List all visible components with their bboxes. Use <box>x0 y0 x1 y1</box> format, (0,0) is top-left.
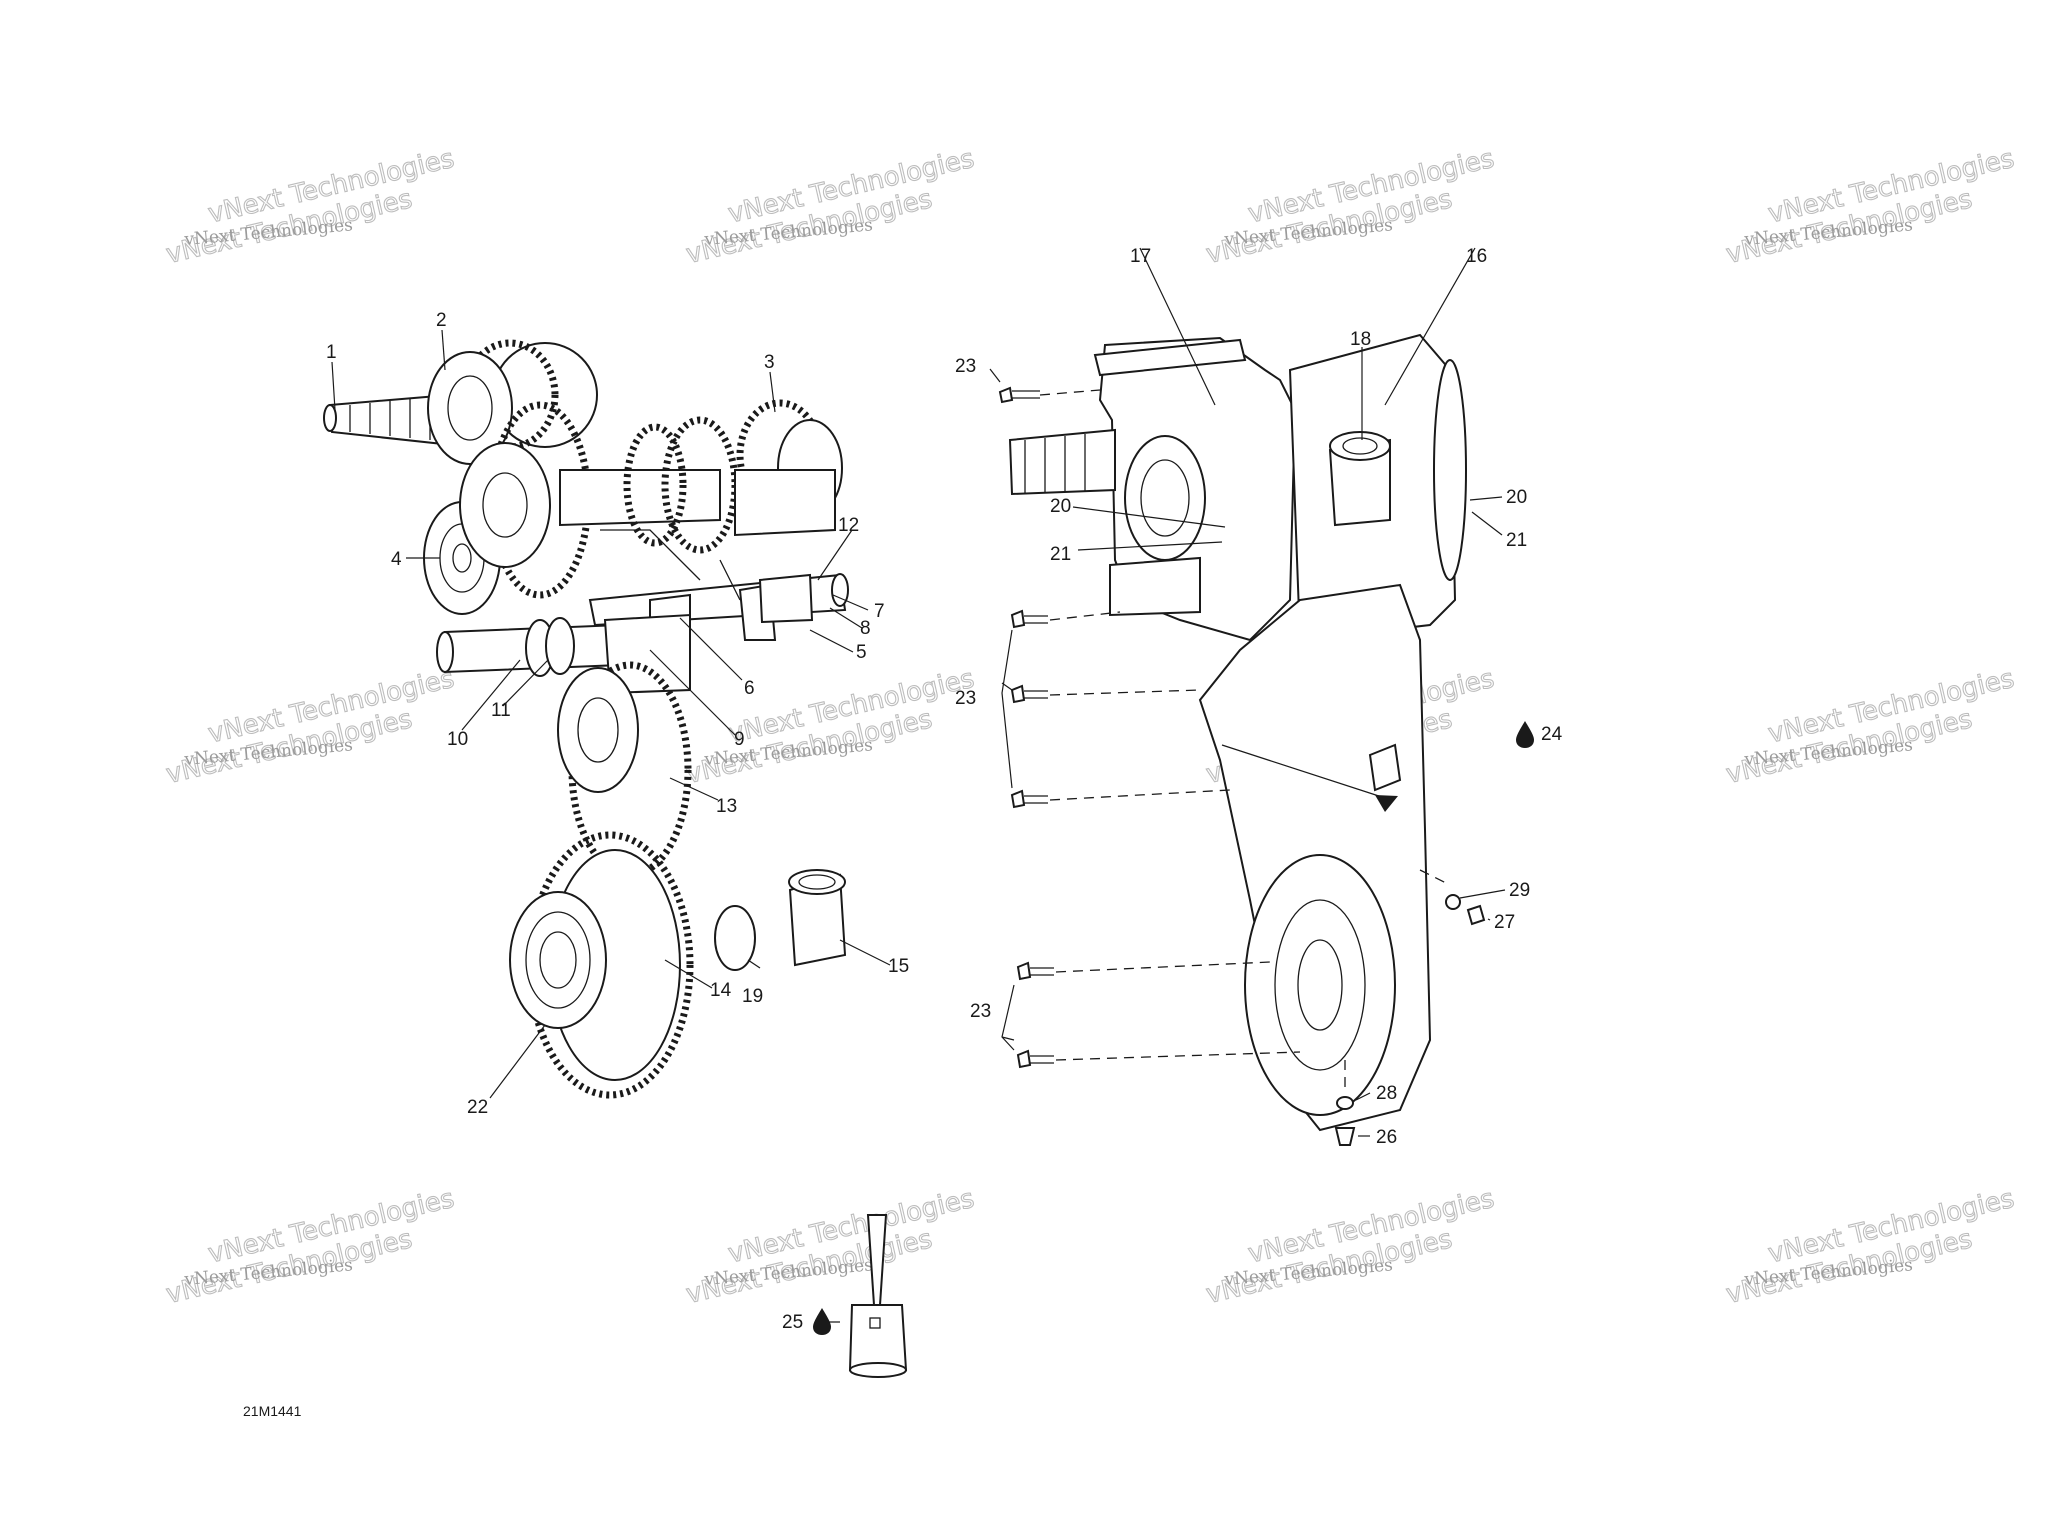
callout-13: 13 <box>716 796 737 817</box>
plug-26 <box>1334 1127 1356 1146</box>
callout-23-top: 23 <box>955 356 976 377</box>
callout-9: 9 <box>734 729 745 750</box>
gear-cluster-upper <box>459 401 739 599</box>
watermark: vNext Technologies vNext Technologies vN… <box>683 1183 978 1310</box>
watermark: vNext Technologies vNext Technologies vN… <box>1723 143 2018 270</box>
callout-20-right: 20 <box>1506 487 1527 508</box>
bolt-23-b <box>1010 609 1048 629</box>
callout-26: 26 <box>1376 1127 1397 1148</box>
callout-23-middle: 23 <box>955 688 976 709</box>
housing-assembly <box>998 333 1486 1146</box>
callout-28: 28 <box>1376 1083 1397 1104</box>
gear-13 <box>557 661 692 879</box>
watermark: vNext Technologies vNext Technologies vN… <box>163 663 458 790</box>
watermark: vNext Technologies vNext Technologies vN… <box>683 143 978 270</box>
insertion-line <box>1039 389 1101 396</box>
callout-7: 7 <box>874 601 885 622</box>
callout-23-bottom: 23 <box>970 1001 991 1022</box>
insertion-line <box>1049 689 1201 696</box>
callout-25: 25 <box>782 1312 803 1333</box>
sealant-tube-25 <box>848 1214 908 1378</box>
callout-24: 24 <box>1541 724 1563 745</box>
gear-2 <box>427 339 598 465</box>
watermark: vNext Technologies vNext Technologies vN… <box>1723 1183 2018 1310</box>
callout-17: 17 <box>1130 246 1151 267</box>
gear-3 <box>734 399 843 537</box>
gear-14 <box>509 831 694 1099</box>
oil-drop-icon <box>1516 721 1534 748</box>
washer-28 <box>1336 1096 1354 1110</box>
callout-12: 12 <box>838 515 859 536</box>
callout-18: 18 <box>1350 329 1371 350</box>
arrow-head <box>1375 795 1398 812</box>
insertion-line <box>1055 1051 1301 1061</box>
watermark: vNext Technologies vNext Technologies vN… <box>1203 1183 1498 1310</box>
callout-20-left: 20 <box>1050 496 1071 517</box>
callout-2: 2 <box>436 310 447 331</box>
shaft-10 <box>436 613 691 695</box>
bolt-23-d <box>1010 789 1048 809</box>
callout-4: 4 <box>391 549 402 570</box>
callout-21-left: 21 <box>1050 544 1071 565</box>
housing-17 <box>1008 336 1297 642</box>
shaft-1 <box>323 393 454 447</box>
callout-21-right: 21 <box>1506 530 1527 551</box>
callout-14: 14 <box>710 980 732 1001</box>
bushing-15 <box>788 869 847 967</box>
insertion-line <box>1419 869 1451 886</box>
callout-1: 1 <box>326 342 337 363</box>
callout-5: 5 <box>856 642 867 663</box>
callout-19: 19 <box>742 986 763 1007</box>
watermark: vNext Technologies vNext Technologies vN… <box>163 143 458 270</box>
leader-lines <box>331 247 1506 1323</box>
callout-11: 11 <box>491 700 511 721</box>
bolt-23-a <box>998 386 1040 404</box>
callout-29: 29 <box>1509 880 1530 901</box>
o-ring-19 <box>714 905 756 971</box>
oil-drop-icon <box>813 1308 831 1335</box>
insertion-line <box>1055 961 1271 973</box>
document-number: 21M1441 <box>243 1403 302 1419</box>
callout-10: 10 <box>447 729 468 750</box>
bolt-23-c <box>1010 684 1048 704</box>
callout-22: 22 <box>467 1097 488 1118</box>
bolt-23-e <box>1016 961 1054 981</box>
callout-labels: 1 2 3 4 5 6 7 8 9 10 11 12 13 14 15 16 1… <box>326 246 1563 1333</box>
insertion-line <box>1049 611 1121 621</box>
gear-train-assembly <box>323 339 849 1099</box>
callout-3: 3 <box>764 352 775 373</box>
washer-29 <box>1445 894 1461 910</box>
watermark: vNext Technologies vNext Technologies vN… <box>163 1183 458 1310</box>
arm-cover <box>1198 583 1432 1132</box>
callout-6: 6 <box>744 678 755 699</box>
watermark: vNext Technologies vNext Technologies vN… <box>1723 663 2018 790</box>
callout-16: 16 <box>1466 246 1487 267</box>
insertion-line <box>1049 789 1231 801</box>
callout-27: 27 <box>1494 912 1515 933</box>
watermark: vNext Technologies vNext Technologies vN… <box>1203 143 1498 270</box>
bolt-23-f <box>1016 1049 1054 1069</box>
cap-18 <box>1328 431 1391 527</box>
callout-8: 8 <box>860 618 871 639</box>
callout-15: 15 <box>888 956 909 977</box>
plug-27 <box>1466 904 1486 926</box>
